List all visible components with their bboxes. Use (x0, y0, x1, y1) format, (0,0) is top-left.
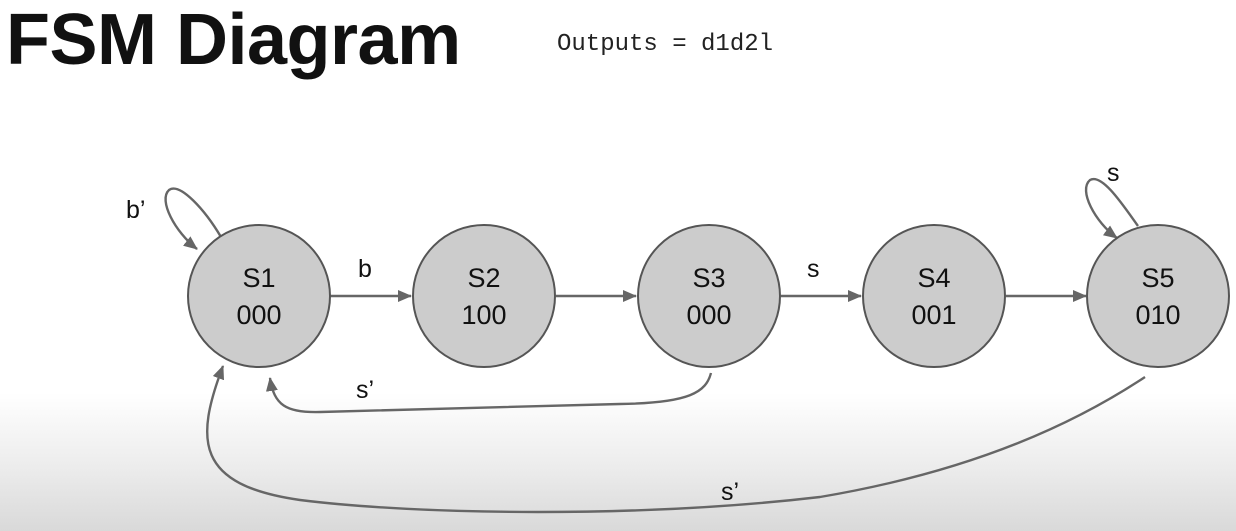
transition-s1-s1: b’ (126, 187, 223, 250)
state-s3: S3 000 (637, 224, 781, 368)
transitions: b’ b s s s’ s’ (126, 159, 1146, 514)
state-circle-s4 (862, 224, 1006, 368)
edge-label-s3-s4: s (807, 255, 820, 283)
state-s2: S2 100 (412, 224, 556, 368)
transition-s3-s4: s (781, 255, 862, 302)
state-circle-s1 (187, 224, 331, 368)
edge-s5-s1 (206, 365, 1146, 514)
state-s4: S4 001 (862, 224, 1006, 368)
state-name-s2: S2 (467, 263, 500, 293)
transition-s1-s2: b (330, 255, 412, 302)
state-name-s3: S3 (692, 263, 725, 293)
state-circle-s3 (637, 224, 781, 368)
states: S1 000 S2 100 S3 000 S4 001 S5 010 (187, 224, 1230, 368)
state-name-s5: S5 (1141, 263, 1174, 293)
state-name-s4: S4 (917, 263, 950, 293)
state-output-s4: 001 (911, 300, 956, 330)
edge-s1-s1 (164, 187, 223, 250)
edge-label-s1-s2: b (358, 255, 372, 283)
edge-s5-s5 (1084, 177, 1139, 239)
state-output-s2: 100 (461, 300, 506, 330)
transition-s5-s1: s’ (206, 365, 1146, 514)
state-circle-s2 (412, 224, 556, 368)
state-output-s3: 000 (686, 300, 731, 330)
state-s5: S5 010 (1086, 224, 1230, 368)
edge-label-s1-s1: b’ (126, 196, 145, 224)
edge-label-s5-s1: s’ (721, 478, 739, 506)
page-title: FSM Diagram (6, 0, 461, 80)
state-output-s5: 010 (1135, 300, 1180, 330)
state-circle-s5 (1086, 224, 1230, 368)
edge-s3-s1 (265, 372, 713, 414)
state-name-s1: S1 (242, 263, 275, 293)
state-output-s1: 000 (236, 300, 281, 330)
edge-label-s3-s1: s’ (356, 376, 374, 404)
outputs-note: Outputs = d1d2l (557, 31, 774, 58)
edge-label-s5-s5: s (1107, 159, 1120, 187)
transition-s5-s5: s (1084, 159, 1139, 239)
state-s1: S1 000 (187, 224, 331, 368)
transition-s3-s1: s’ (265, 372, 713, 414)
